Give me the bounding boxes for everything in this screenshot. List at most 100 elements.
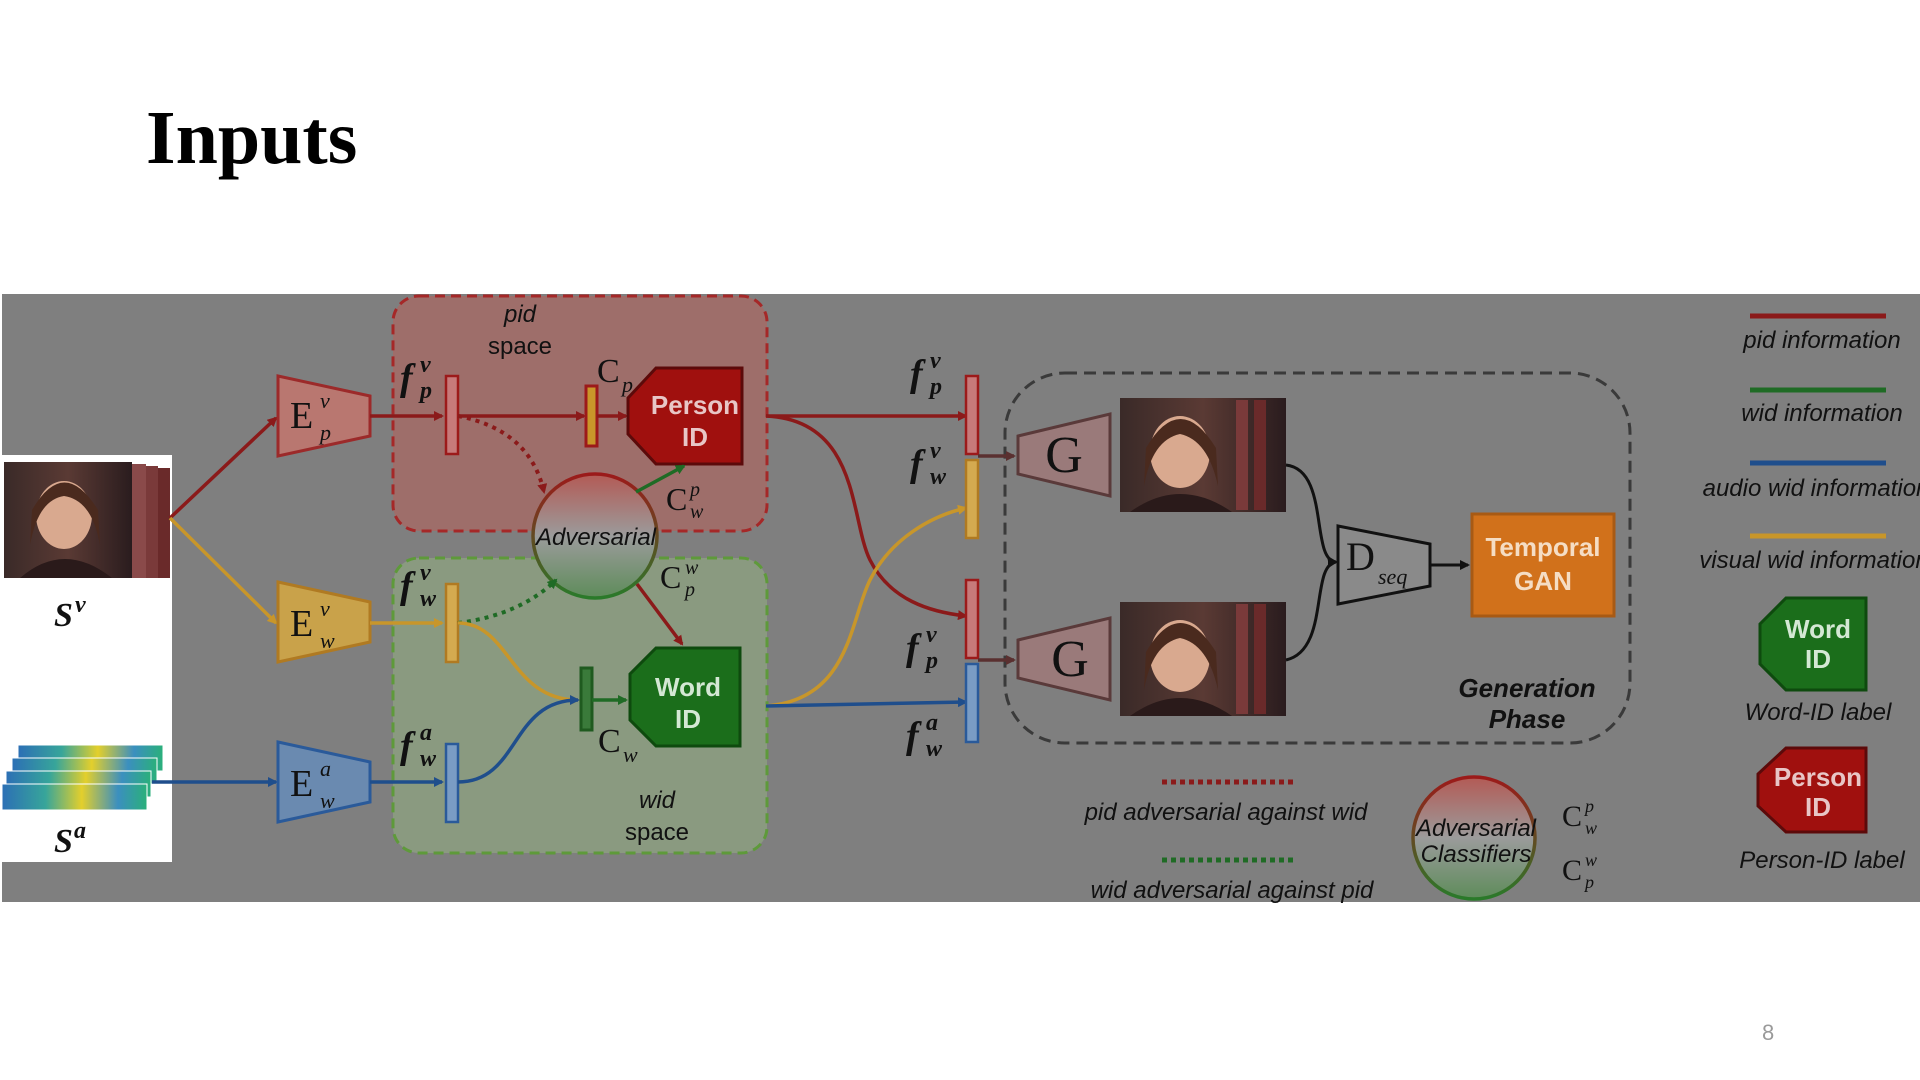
- svg-text:w: w: [623, 742, 638, 767]
- svg-text:wid information: wid information: [1741, 400, 1902, 427]
- svg-text:p: p: [688, 479, 700, 501]
- svg-text:v: v: [930, 348, 941, 374]
- svg-text:v: v: [930, 438, 941, 464]
- feature-label-fwa-right: f a w: [906, 710, 943, 762]
- svg-text:ID: ID: [1805, 792, 1831, 822]
- pid-space-label-1: pid: [503, 301, 537, 328]
- svg-text:f: f: [400, 725, 416, 767]
- page-number: 8: [1762, 1020, 1775, 1045]
- svg-text:w: w: [690, 501, 704, 523]
- svg-text:p: p: [924, 648, 938, 674]
- generation-phase-box: [1003, 371, 1632, 745]
- feature-label-fwv-left: f v w: [400, 560, 437, 612]
- svg-text:w: w: [320, 788, 335, 813]
- svg-text:v: v: [75, 592, 86, 618]
- legend-pid-adversarial: pid adversarial against wid: [1084, 799, 1368, 826]
- wid-space-label-2: space: [625, 819, 689, 846]
- svg-text:E: E: [290, 603, 313, 645]
- svg-text:Word: Word: [1785, 614, 1851, 644]
- generated-face-bottom: [1120, 602, 1286, 716]
- classifier-label-cwp: C p w: [666, 479, 704, 523]
- svg-text:p: p: [683, 579, 695, 601]
- svg-text:Person: Person: [651, 390, 739, 420]
- svg-text:C: C: [598, 723, 621, 760]
- classifier-bar-cw: [579, 666, 594, 732]
- temporal-gan-box: Temporal GAN: [1470, 512, 1616, 618]
- svg-text:f: f: [906, 715, 922, 757]
- feature-bar-fwv-top: [964, 458, 980, 540]
- generation-phase-label-2: Phase: [1489, 704, 1566, 734]
- pid-space-label-2: space: [488, 333, 552, 360]
- svg-text:S: S: [54, 597, 73, 634]
- svg-text:w: w: [926, 736, 943, 762]
- feature-bar-fpv: [444, 374, 460, 456]
- legend-adversarial-circle: [1411, 775, 1537, 901]
- svg-text:w: w: [1585, 818, 1597, 838]
- classifier-label-cpw: C w p: [660, 557, 699, 601]
- generation-phase-label-1: Generation: [1458, 673, 1595, 703]
- svg-text:pid information: pid information: [1742, 327, 1900, 354]
- svg-text:audio wid information: audio wid information: [1703, 475, 1920, 502]
- encoder-ea: E a w: [276, 740, 372, 824]
- svg-text:p: p: [1583, 872, 1594, 892]
- svg-text:p: p: [318, 420, 331, 445]
- svg-text:v: v: [320, 596, 330, 621]
- legend-classifier-cpw: C w p: [1562, 850, 1597, 892]
- video-input-label: S v: [54, 592, 86, 634]
- generator-bottom: G: [1016, 616, 1112, 702]
- feature-label-fpv-right-bottom: f v p: [906, 622, 938, 674]
- legend-classifier-cwp: C p w: [1562, 796, 1597, 838]
- svg-text:v: v: [420, 352, 431, 378]
- audio-spectrogram: [1, 744, 164, 811]
- encoder-ew: E v w: [276, 580, 372, 664]
- feature-label-fpv-left: f v p: [400, 352, 432, 404]
- encoder-ep: E v p: [276, 374, 372, 458]
- feature-bar-fpv-top: [964, 374, 980, 456]
- svg-text:C: C: [597, 353, 620, 390]
- svg-text:E: E: [290, 763, 313, 805]
- svg-text:w: w: [420, 586, 437, 612]
- svg-text:a: a: [420, 720, 432, 746]
- classifier-label-cp: C p: [597, 353, 633, 397]
- svg-text:v: v: [420, 560, 431, 586]
- svg-text:a: a: [926, 710, 938, 736]
- svg-text:f: f: [400, 357, 416, 399]
- svg-text:p: p: [418, 378, 432, 404]
- adversarial-label: Adversarial: [534, 524, 657, 551]
- feature-label-fwv-right: f v w: [910, 438, 947, 490]
- svg-text:w: w: [420, 746, 437, 772]
- feature-bar-fpv-bottom: [964, 578, 980, 660]
- svg-text:v: v: [926, 622, 937, 648]
- feature-bar-fwa-bottom: [964, 662, 980, 744]
- svg-text:visual wid information: visual wid information: [1699, 547, 1920, 574]
- svg-text:w: w: [930, 464, 947, 490]
- feature-bar-fwv: [444, 582, 460, 664]
- svg-text:ID: ID: [1805, 644, 1831, 674]
- discriminator-dseq: D seq: [1336, 524, 1432, 606]
- legend-adversarial-classifiers-1: Adversarial: [1414, 815, 1537, 842]
- svg-text:f: f: [910, 353, 926, 395]
- svg-text:w: w: [320, 628, 335, 653]
- person-id-box: Person ID: [626, 366, 744, 466]
- svg-text:ID: ID: [682, 422, 708, 452]
- legend-person-id-label: Person-ID label: [1739, 847, 1905, 874]
- svg-text:D: D: [1346, 534, 1375, 579]
- svg-text:a: a: [320, 756, 331, 781]
- svg-text:G: G: [1051, 631, 1089, 688]
- svg-text:C: C: [666, 481, 687, 517]
- feature-bar-fwa: [444, 742, 460, 824]
- svg-text:GAN: GAN: [1514, 566, 1572, 596]
- legend-audio-wid-information: audio wid information: [1703, 460, 1920, 502]
- svg-text:seq: seq: [1378, 564, 1407, 589]
- svg-text:G: G: [1045, 427, 1083, 484]
- video-input-frames: [4, 462, 170, 578]
- svg-text:v: v: [320, 388, 330, 413]
- svg-text:E: E: [290, 395, 313, 437]
- wid-space-label-1: wid: [639, 787, 676, 814]
- adversarial-circle: [531, 472, 659, 600]
- slide-title: Inputs: [146, 96, 358, 180]
- svg-text:a: a: [74, 818, 86, 844]
- generated-face-top: [1120, 398, 1286, 512]
- legend-person-id-icon: Person ID: [1756, 746, 1868, 834]
